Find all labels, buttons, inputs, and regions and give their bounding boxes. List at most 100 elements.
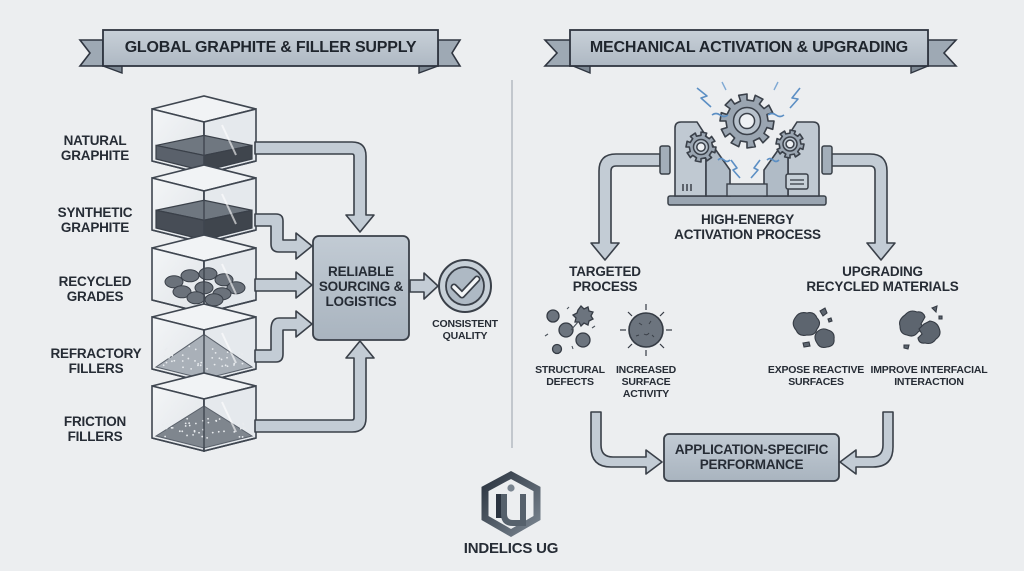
powder-speck — [218, 357, 221, 360]
powder-speck — [215, 419, 217, 422]
banner-right — [543, 29, 958, 75]
powder-speck — [199, 364, 202, 367]
upgrading-recycled-title: UPGRADING RECYCLED MATERIALS — [800, 264, 965, 294]
material-label-line: GRAPHITE — [60, 220, 130, 236]
structural-defects-label: STRUCTURAL DEFECTS — [530, 364, 610, 389]
hub-label-line: SOURCING & — [318, 279, 404, 295]
powder-speck — [241, 353, 243, 356]
powder-speck — [171, 426, 174, 429]
powder-speck — [184, 422, 187, 425]
item-label-line: STRUCTURAL — [535, 364, 605, 376]
powder-speck — [211, 431, 214, 434]
powder-speck — [188, 345, 191, 348]
powder-speck — [223, 430, 225, 433]
material-label-line: GRAPHITE — [60, 148, 130, 164]
powder-speck — [181, 430, 184, 433]
material-cube-stack — [151, 95, 257, 453]
item-label-line: INCREASED — [615, 364, 677, 376]
item-label-line: EXPOSE REACTIVE — [767, 364, 865, 376]
right-section-title: MECHANICAL ACTIVATION & UPGRADING — [589, 39, 909, 56]
powder-speck — [164, 348, 167, 351]
powder-speck — [214, 351, 217, 354]
item-label-line: DEFECTS — [546, 375, 594, 388]
item-label-line: ACTIVITY — [622, 387, 670, 400]
brand-name: INDELICS UG — [463, 540, 559, 557]
powder-speck — [188, 422, 191, 425]
branch-title-line: UPGRADING — [842, 264, 923, 279]
gear-large-icon — [719, 93, 775, 149]
material-label-line: SYNTHETIC — [57, 205, 133, 220]
sourcing-hub-box — [312, 235, 410, 341]
supply-arrows — [254, 141, 439, 433]
performance-label: APPLICATION-SPECIFIC PERFORMANCE — [664, 442, 839, 472]
powder-speck — [170, 360, 173, 363]
arrow-hub-to-quality — [409, 272, 439, 300]
cube-natural-graphite — [151, 95, 257, 176]
section-divider — [511, 80, 513, 448]
powder-speck — [194, 422, 197, 425]
powder-speck — [207, 417, 209, 420]
improve-interfacial-label: IMPROVE INTERFACIAL INTERACTION — [868, 364, 990, 389]
powder-speck — [168, 356, 170, 359]
powder-speck — [197, 362, 200, 365]
interfacial-interaction-icon — [899, 305, 943, 350]
result-label-line: APPLICATION-SPECIFIC — [674, 442, 829, 457]
rock — [164, 275, 184, 289]
arrow-refractory-to-hub — [254, 310, 313, 363]
arrow-friction-to-hub — [254, 340, 375, 433]
result-arrows — [590, 411, 894, 475]
powder-speck — [226, 351, 229, 354]
powder-speck — [206, 436, 209, 439]
consistent-quality-label: CONSISTENT QUALITY — [420, 318, 510, 343]
result-label-line: PERFORMANCE — [699, 457, 804, 473]
arrow-upgrading-to-result — [839, 411, 894, 475]
powder-speck — [238, 351, 241, 354]
banner-left — [78, 29, 462, 75]
arrow-machine-to-targeted — [590, 153, 661, 261]
cube-recycled-grades — [151, 234, 257, 315]
quality-label-line: QUALITY — [442, 329, 488, 342]
surface-activity-label: INCREASED SURFACE ACTIVITY — [610, 364, 682, 400]
cube-refractory-fillers — [151, 303, 257, 384]
powder-speck — [194, 348, 197, 351]
powder-speck — [224, 364, 227, 367]
arrow-recycled-to-hub — [254, 271, 313, 299]
branch-title-line: TARGETED — [569, 264, 641, 279]
powder-speck — [166, 423, 168, 425]
powder-speck — [206, 367, 209, 370]
powder-speck — [197, 364, 199, 367]
material-label-line: REFRACTORY — [50, 346, 142, 361]
powder-speck — [237, 423, 240, 426]
powder-speck — [231, 349, 234, 352]
rock — [180, 269, 200, 283]
powder-speck — [181, 360, 184, 362]
surface-activity-icon — [620, 304, 672, 356]
quality-label-line: CONSISTENT — [432, 318, 498, 330]
hub-label-line: RELIABLE — [328, 264, 394, 279]
gear-left-icon — [685, 131, 717, 163]
powder-speck — [192, 433, 194, 436]
powder-speck — [186, 417, 189, 420]
powder-speck — [181, 354, 184, 357]
rock — [186, 291, 206, 305]
machine-label-line: ACTIVATION PROCESS — [674, 227, 821, 243]
activation-process-label: HIGH-ENERGY ACTIVATION PROCESS — [660, 212, 835, 242]
powder-speck — [233, 364, 235, 366]
powder-speck — [238, 435, 241, 438]
powder-speck — [242, 422, 245, 425]
arrow-natural-to-hub — [254, 141, 375, 233]
hub-label-line: LOGISTICS — [325, 294, 397, 310]
powder-speck — [201, 435, 204, 438]
powder-speck — [211, 348, 214, 350]
material-label-recycled-grades: RECYCLED GRADES — [40, 274, 150, 304]
powder-speck — [165, 427, 168, 430]
material-label-line: GRADES — [66, 289, 124, 305]
powder-speck — [239, 427, 242, 430]
machine-label-line: HIGH-ENERGY — [700, 212, 795, 227]
item-label-line: SURFACES — [788, 375, 844, 388]
powder-speck — [184, 425, 187, 427]
powder-speck — [165, 361, 168, 364]
cube-friction-fillers — [151, 372, 257, 453]
rock — [198, 267, 218, 281]
